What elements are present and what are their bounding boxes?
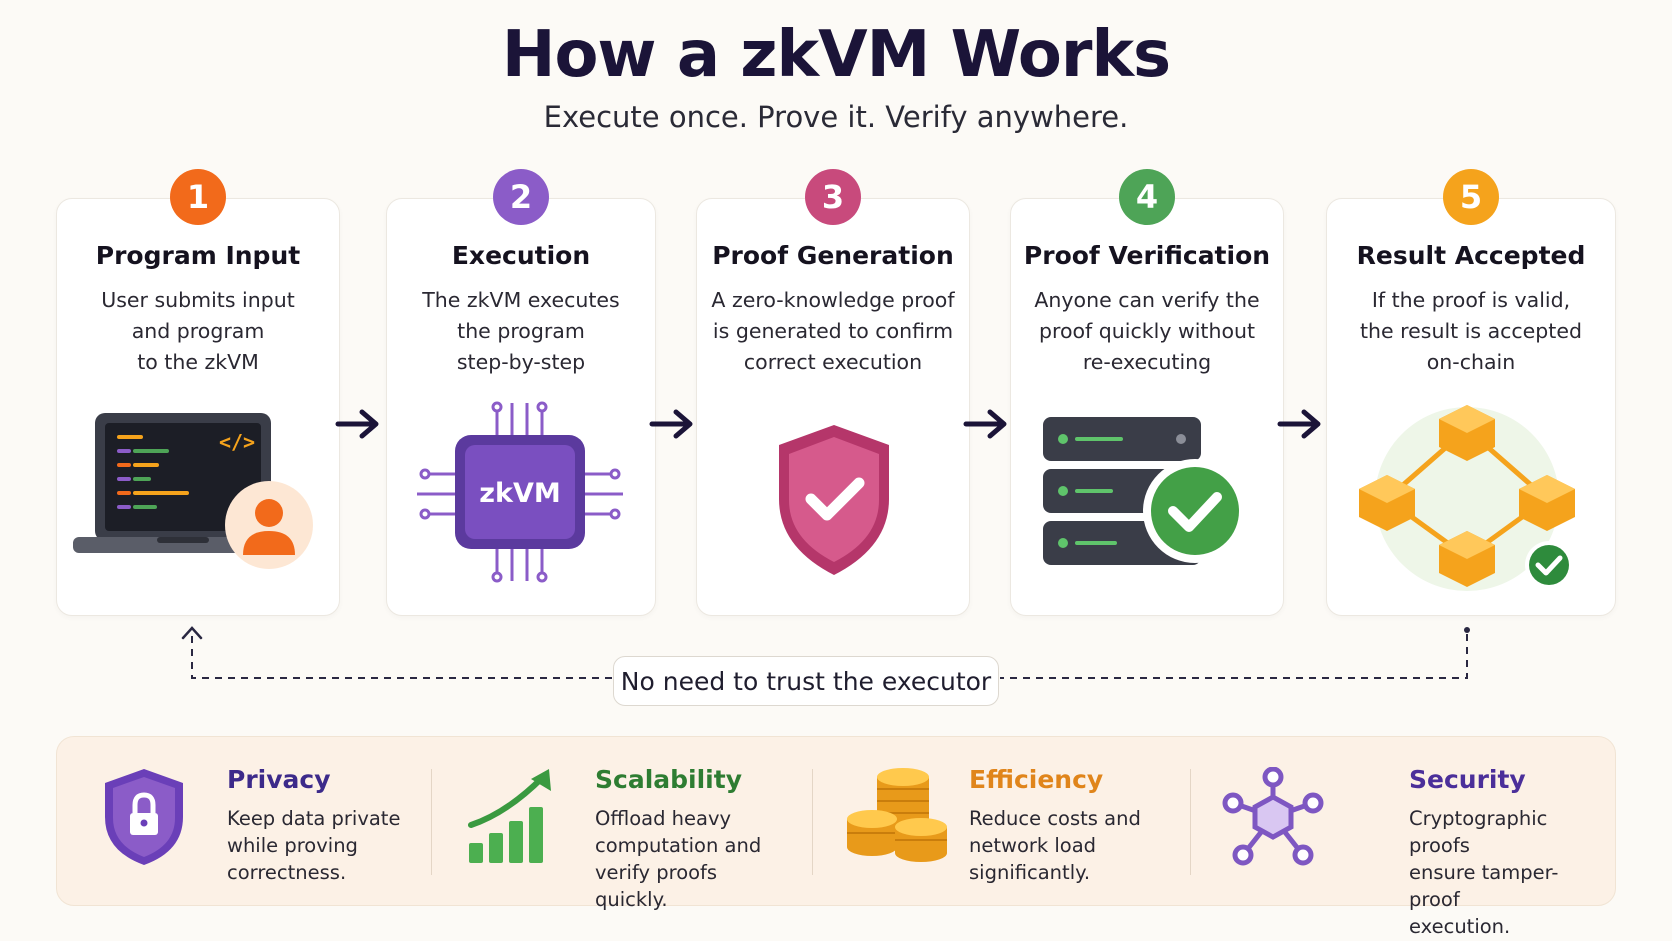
blockchain-blocks-icon [1327,399,1615,609]
laptop-user-icon: </> [57,399,339,609]
shield-check-icon [697,399,969,609]
step-card-proof-generation: 3 Proof Generation A zero-knowledge proo… [696,169,970,616]
page-subtitle: Execute once. Prove it. Verify anywhere. [543,100,1129,134]
zkvm-chip-icon: zkVM [387,399,655,609]
benefit-title: Efficiency [969,765,1104,794]
step-number-badge: 3 [805,169,861,225]
svg-text:</>: </> [219,430,255,454]
arrow-right-icon [335,409,379,439]
divider [431,769,432,875]
arrow-right-icon [1277,409,1321,439]
network-node-icon [1222,767,1324,866]
shield-lock-icon [105,769,183,865]
server-verified-icon [1011,399,1283,609]
step-title: Execution [451,241,591,270]
benefit-title: Privacy [227,765,331,794]
divider [812,769,813,875]
step-title: Program Input [95,241,301,270]
step-number-badge: 2 [493,169,549,225]
coins-icon [847,768,947,862]
growth-chart-icon [468,769,551,863]
benefit-title: Scalability [595,765,742,794]
step-number-badge: 5 [1443,169,1499,225]
arrow-right-icon [963,409,1007,439]
step-title: Proof Generation [712,241,954,270]
arrow-right-icon [649,409,693,439]
page-title: How a zkVM Works [501,18,1171,92]
step-card-proof-verification: 4 Proof Verification Anyone can verify t… [1010,169,1284,616]
step-title: Result Accepted [1356,241,1586,270]
step-card-result-accepted: 5 Result Accepted If the proof is valid,… [1326,169,1616,616]
step-title: Proof Verification [1023,241,1271,270]
step-number-badge: 4 [1119,169,1175,225]
benefit-title: Security [1409,765,1526,794]
step-description: If the proof is valid,the result is acce… [1360,288,1582,374]
trust-label: No need to trust the executor [613,656,999,706]
step-number-badge: 1 [170,169,226,225]
svg-text:zkVM: zkVM [479,478,560,509]
divider [1190,769,1191,875]
